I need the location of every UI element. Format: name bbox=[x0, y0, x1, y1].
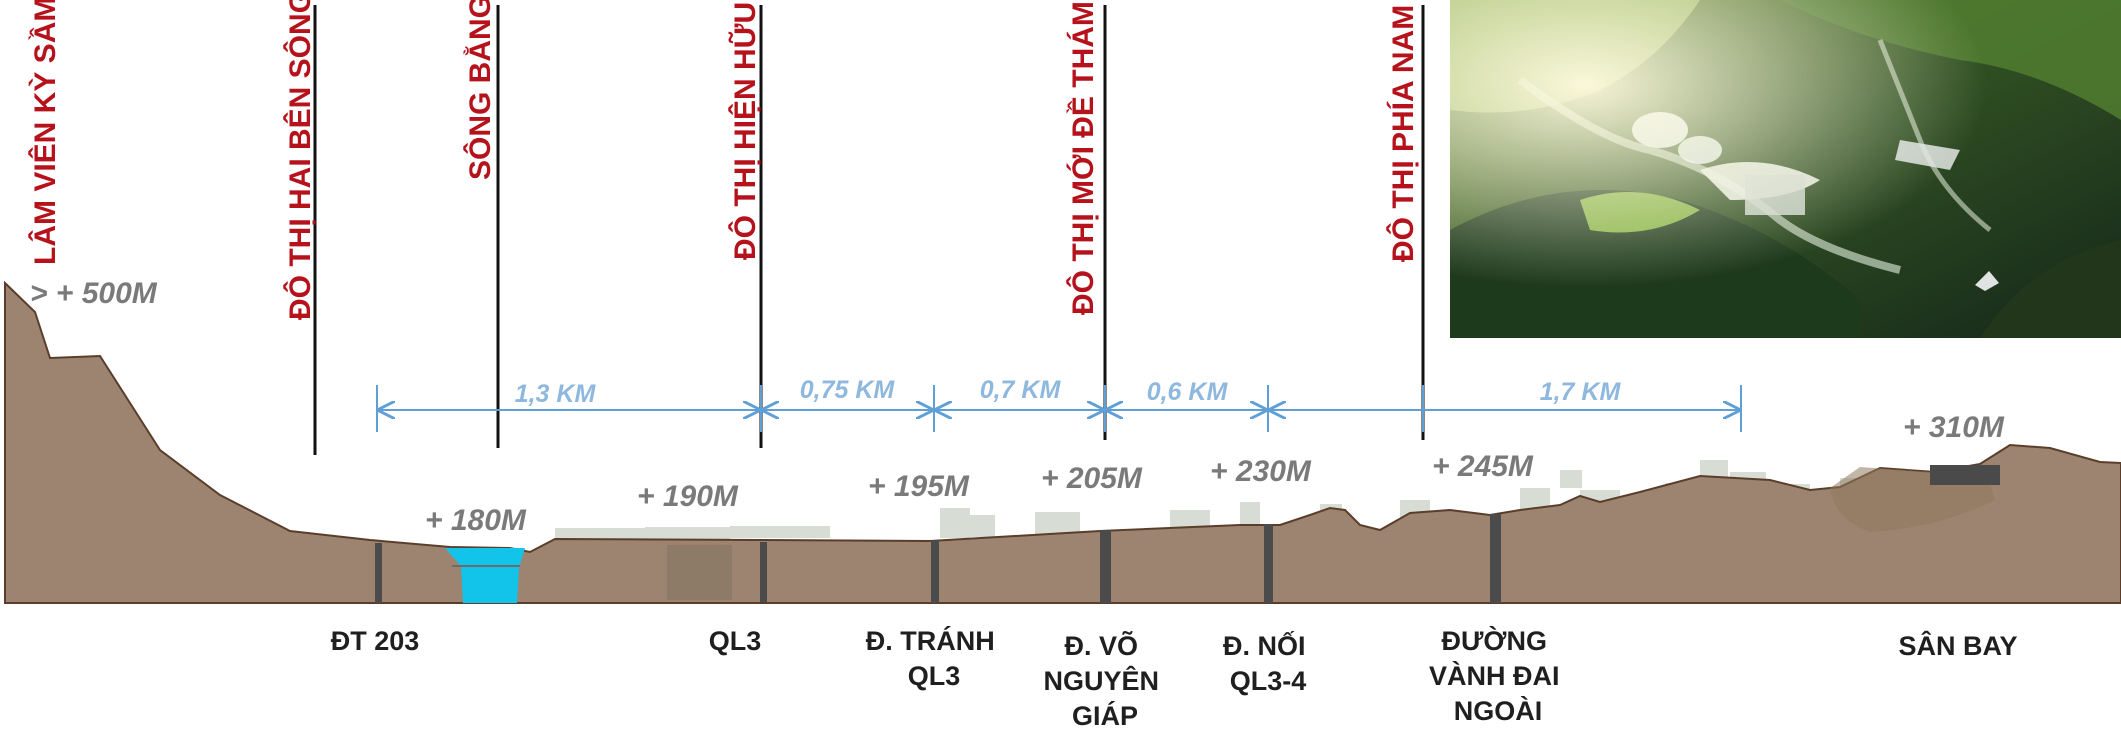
distance-label: 0,75 KM bbox=[800, 376, 896, 404]
zone-label-hien-huu: ĐÔ THỊ HIỆN HỮU bbox=[728, 2, 762, 260]
road-label-san-bay: SÂN BAY bbox=[1898, 630, 2017, 661]
pillar-noi-ql3-4 bbox=[1264, 524, 1273, 603]
fill-block bbox=[667, 545, 732, 600]
elevation-label: + 180M bbox=[425, 504, 527, 537]
road-label-ql3: QL3 bbox=[709, 626, 762, 656]
airport-terminal bbox=[1930, 465, 2000, 485]
road-label-vanh-dai: ĐƯỜNG VÀNH ĐAI NGOÀI bbox=[1429, 625, 1567, 726]
elevation-label: > + 500M bbox=[30, 277, 158, 310]
elevation-label: + 195M bbox=[868, 470, 970, 503]
song-bang-river bbox=[445, 548, 525, 603]
distance-label: 0,6 KM bbox=[1147, 378, 1229, 406]
zone-label-lam-vien: LÂM VIÊN KỲ SẦM bbox=[28, 0, 62, 265]
road-label-vo-nguyen-giap: Đ. VÕ NGUYÊN GIÁP bbox=[1043, 630, 1166, 731]
distance-label: 1,7 KM bbox=[1540, 378, 1622, 406]
distance-labels: 1,3 KM 0,75 KM 0,7 KM 0,6 KM 1,7 KM bbox=[515, 376, 1622, 408]
pillar-dt203 bbox=[375, 543, 382, 603]
zone-label-hai-ben-song: ĐÔ THỊ HAI BÊN SÔNG bbox=[283, 0, 317, 320]
aerial-render-image bbox=[1450, 0, 2121, 338]
zone-label-moi-de-tham: ĐÔ THỊ MỚI ĐỀ THÁM bbox=[1066, 1, 1100, 315]
distance-label: 1,3 KM bbox=[515, 380, 597, 408]
elevation-label: + 230M bbox=[1210, 455, 1312, 488]
pillar-vo-nguyen-giap bbox=[1100, 530, 1111, 603]
pillar-ql3 bbox=[760, 542, 767, 602]
elevation-label: + 205M bbox=[1041, 462, 1143, 495]
road-pillars bbox=[375, 514, 1501, 603]
pillar-vanh-dai bbox=[1490, 514, 1501, 603]
elevation-labels: > + 500M + 180M + 190M + 195M + 205M + 2… bbox=[30, 277, 2005, 537]
zone-labels: LÂM VIÊN KỲ SẦM ĐÔ THỊ HAI BÊN SÔNG SÔNG… bbox=[28, 0, 1420, 320]
distance-dimensions bbox=[376, 385, 1742, 432]
road-label-noi-ql3-4: Đ. NỐI QL3-4 bbox=[1223, 629, 1313, 696]
road-labels: ĐT 203 QL3 Đ. TRÁNH QL3 Đ. VÕ NGUYÊN GIÁ… bbox=[331, 625, 2018, 731]
zone-label-phia-nam: ĐÔ THỊ PHÍA NAM bbox=[1386, 5, 1420, 262]
zone-dividers bbox=[313, 5, 1425, 455]
pillar-tranh-ql3 bbox=[931, 540, 939, 603]
elevation-label: + 190M bbox=[637, 480, 739, 513]
zone-label-song-bang: SÔNG BẰNG bbox=[463, 0, 497, 180]
distance-label: 0,7 KM bbox=[980, 376, 1062, 404]
road-label-tranh-ql3: Đ. TRÁNH QL3 bbox=[866, 625, 1003, 691]
elevation-label: + 310M bbox=[1903, 411, 2005, 444]
elevation-label: + 245M bbox=[1432, 450, 1534, 483]
road-label-dt203: ĐT 203 bbox=[331, 626, 420, 656]
